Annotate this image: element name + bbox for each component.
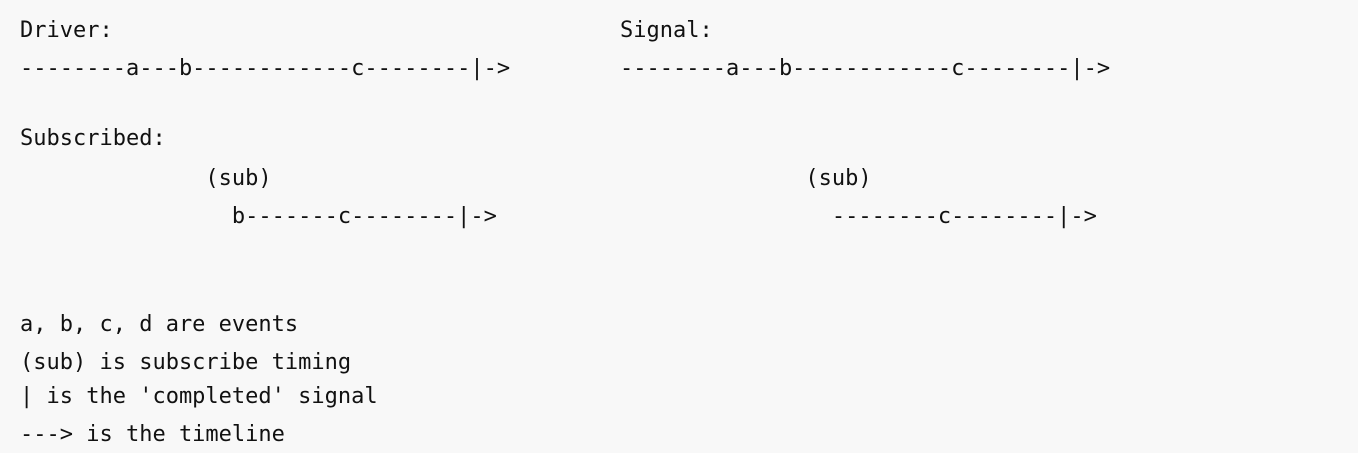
driver-timeline: --------a---b------------c--------|-> [20, 56, 511, 81]
legend-subscribe: (sub) is subscribe timing [20, 350, 352, 375]
subscribed-heading: Subscribed: [20, 126, 166, 151]
signal-timeline: --------a---b------------c--------|-> [620, 56, 1111, 81]
legend-timeline: ---> is the timeline [20, 422, 285, 447]
signal-subscribed-timeline: --------c--------|-> [620, 204, 1097, 229]
driver-subscribe-marker: (sub) [20, 166, 272, 191]
driver-subscribed-timeline: b-------c--------|-> [20, 204, 497, 229]
signal-subscribe-marker: (sub) [620, 166, 872, 191]
legend-events: a, b, c, d are events [20, 312, 299, 337]
legend-completed: | is the 'completed' signal [20, 384, 378, 409]
driver-heading: Driver: [20, 18, 113, 43]
signal-heading: Signal: [620, 18, 713, 43]
